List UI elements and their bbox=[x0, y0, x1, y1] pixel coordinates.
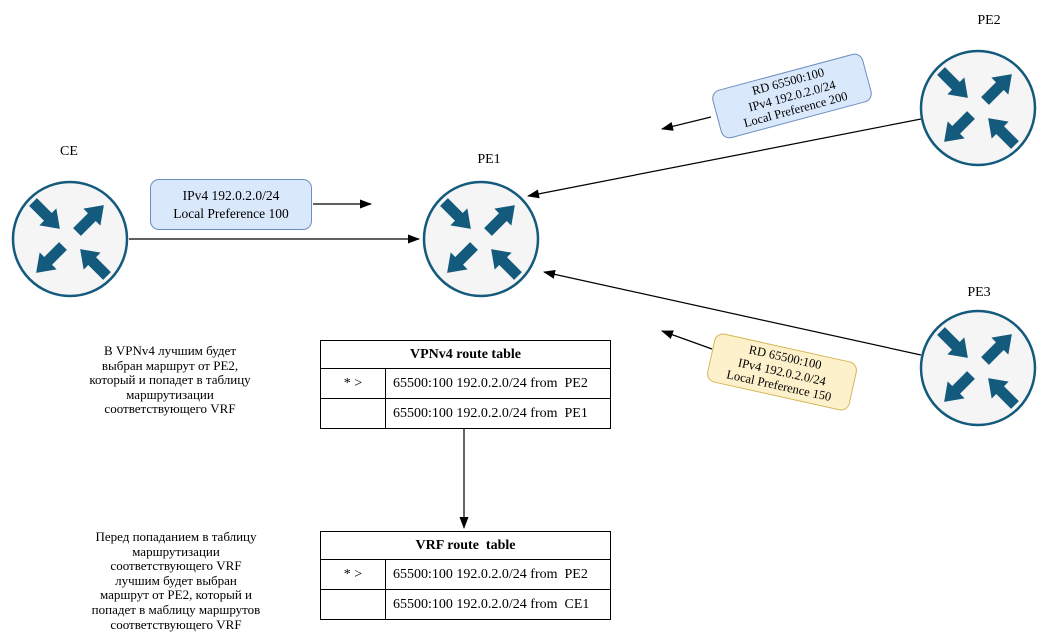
table-row: * > 65500:100 192.0.2.0/24 from PE2 bbox=[321, 369, 610, 398]
best-route-marker: * > bbox=[321, 369, 386, 398]
router-ce-icon bbox=[13, 182, 127, 296]
vpnv4-route-table: VPNv4 route table * > 65500:100 192.0.2.… bbox=[320, 340, 611, 429]
route-label-from-ce: IPv4 192.0.2.0/24 Local Preference 100 bbox=[150, 179, 312, 230]
vrf-selection-note: Перед попаданием в таблицу маршрутизации… bbox=[91, 529, 261, 632]
router-pe3-icon bbox=[921, 311, 1035, 425]
router-pe3-label: PE3 bbox=[967, 285, 991, 300]
advertise-arrow-pe3 bbox=[661, 330, 713, 350]
router-pe1-label: PE1 bbox=[477, 152, 501, 167]
route-entry: 65500:100 192.0.2.0/24 from PE1 bbox=[393, 405, 588, 421]
link-pe3-to-pe1 bbox=[543, 269, 922, 356]
advertise-arrow-pe2 bbox=[661, 116, 712, 131]
route-label-line: Local Preference 100 bbox=[173, 205, 289, 221]
table-row: 65500:100 192.0.2.0/24 from PE1 bbox=[321, 398, 610, 428]
vpnv4-selection-note: В VPNv4 лучшим будет выбран маршрут от P… bbox=[89, 343, 251, 417]
router-ce-label: CE bbox=[60, 144, 78, 159]
table-row: * > 65500:100 192.0.2.0/24 from PE2 bbox=[321, 560, 610, 589]
best-route-marker bbox=[321, 590, 386, 619]
table-row: 65500:100 192.0.2.0/24 from CE1 bbox=[321, 589, 610, 619]
best-route-marker: * > bbox=[321, 560, 386, 589]
route-label-line: IPv4 192.0.2.0/24 bbox=[182, 187, 280, 203]
link-pe2-to-pe1 bbox=[527, 118, 922, 199]
vpnv4-table-title: VPNv4 route table bbox=[321, 341, 610, 369]
route-entry: 65500:100 192.0.2.0/24 from CE1 bbox=[393, 596, 590, 612]
router-pe2-icon bbox=[921, 51, 1035, 165]
vrf-table-title: VRF route table bbox=[321, 532, 610, 560]
vrf-route-table: VRF route table * > 65500:100 192.0.2.0/… bbox=[320, 531, 611, 620]
best-route-marker bbox=[321, 399, 386, 428]
router-pe1-icon bbox=[424, 182, 538, 296]
route-entry: 65500:100 192.0.2.0/24 from PE2 bbox=[393, 375, 588, 391]
router-pe2-label: PE2 bbox=[977, 13, 1001, 28]
route-entry: 65500:100 192.0.2.0/24 from PE2 bbox=[393, 566, 588, 582]
